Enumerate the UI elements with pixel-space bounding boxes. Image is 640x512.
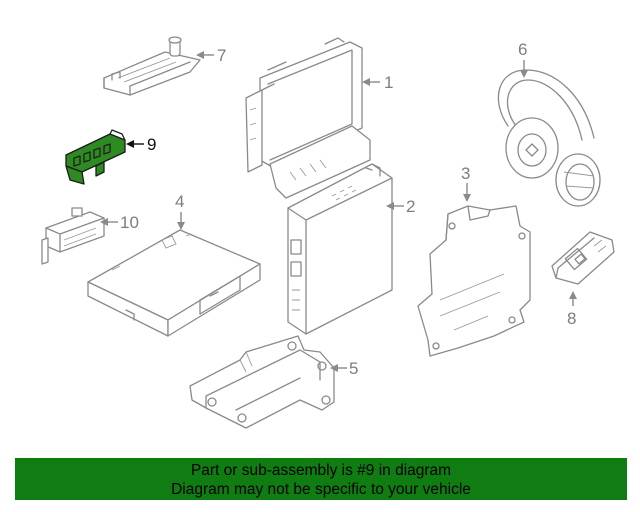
banner-line-2: Diagram may not be specific to your vehi… [171, 481, 471, 498]
part-7-drawing[interactable] [103, 36, 201, 96]
leader-3-arrow [463, 194, 471, 202]
callout-2[interactable]: 2 [406, 197, 415, 216]
part-9-drawing[interactable] [65, 129, 126, 185]
leader-2-arrow [386, 202, 394, 210]
part-4-drawing[interactable] [87, 229, 261, 337]
leader-1-arrow [362, 78, 370, 86]
leader-8-arrow [569, 291, 577, 299]
leader-9-arrow [126, 140, 134, 148]
leader-7-arrow [196, 51, 204, 59]
part-6-drawing[interactable] [497, 69, 601, 207]
part-2-drawing[interactable] [287, 163, 393, 335]
callout-4[interactable]: 4 [175, 192, 184, 211]
callout-7[interactable]: 7 [217, 46, 226, 65]
callout-10[interactable]: 10 [120, 213, 139, 232]
part-9-base [65, 161, 105, 185]
leader-5-arrow [330, 364, 338, 372]
part-1-drawing[interactable] [245, 37, 371, 199]
callout-8[interactable]: 8 [567, 309, 576, 328]
callout-1[interactable]: 1 [384, 73, 393, 92]
part-8-drawing[interactable] [551, 231, 615, 285]
part-10-drawing[interactable] [41, 207, 105, 265]
part-5-drawing[interactable] [189, 335, 335, 429]
callout-9[interactable]: 9 [147, 135, 156, 154]
leader-4-arrow [177, 222, 185, 230]
callout-6[interactable]: 6 [518, 40, 527, 59]
notice-banner: Part or sub-assembly is #9 in diagram Di… [15, 458, 627, 500]
leader-10-arrow [100, 218, 108, 226]
callout-5[interactable]: 5 [349, 359, 358, 378]
callout-3[interactable]: 3 [461, 164, 470, 183]
part-3-drawing[interactable] [417, 205, 531, 357]
banner-line-1: Part or sub-assembly is #9 in diagram [190, 462, 452, 479]
leader-6-arrow [520, 70, 528, 78]
